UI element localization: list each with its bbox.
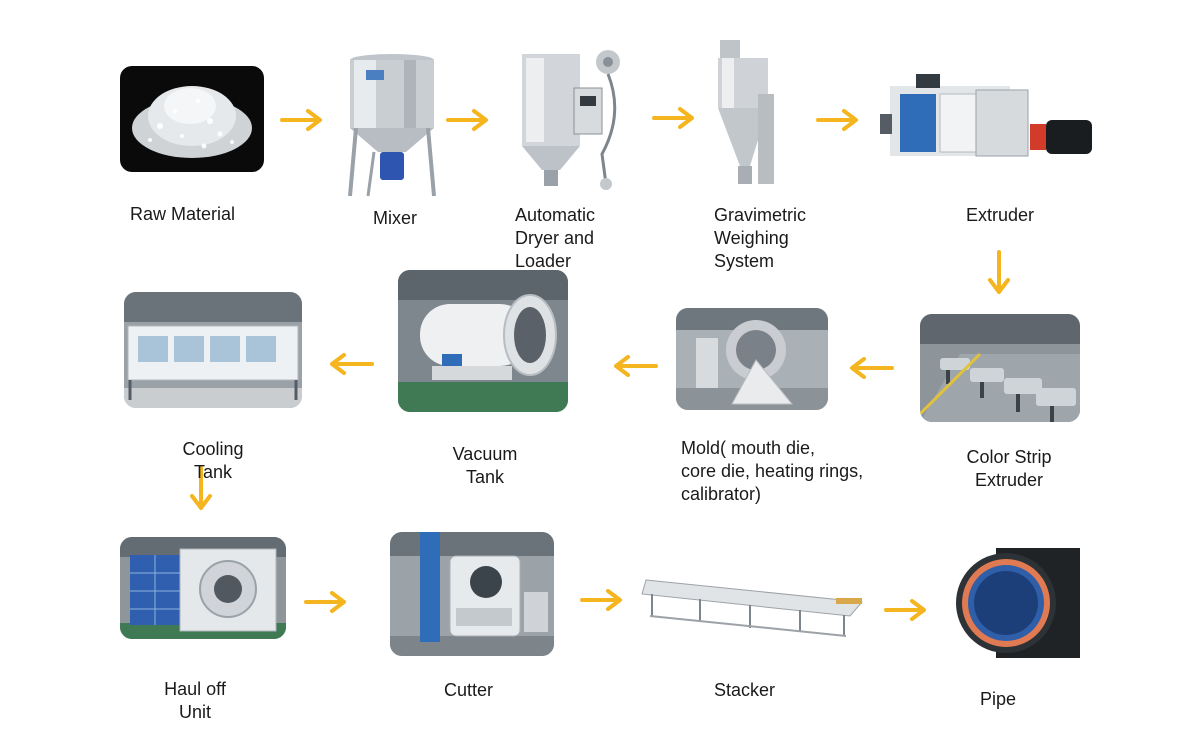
step-label-cutter: Cutter <box>444 680 494 700</box>
step-label-haul-off-unit: Haul off Unit <box>164 679 226 722</box>
step-label-raw-material: Raw Material <box>130 204 236 224</box>
arrow-down-icon <box>988 250 1010 294</box>
step-label-extruder: Extruder <box>966 205 1035 225</box>
arrow-right-icon <box>304 591 346 613</box>
arrow-right-icon <box>446 109 488 131</box>
step-label-stacker: Stacker <box>714 680 776 700</box>
gravimetric-system-image <box>712 34 776 190</box>
step-label-vacuum-tank: Vacuum Tank <box>452 444 518 487</box>
arrow-right-icon <box>816 109 858 131</box>
color-strip-extruder-image <box>920 314 1080 422</box>
arrow-left-icon <box>330 353 374 375</box>
step-label-gravimetric: Gravimetric Weighing System <box>714 205 807 271</box>
cooling-tank-image <box>124 292 302 408</box>
step-label-cooling-tank: Cooling Tank <box>182 439 244 482</box>
arrow-right-icon <box>280 109 322 131</box>
step-label-color-strip-extruder: Color Strip Extruder <box>966 447 1052 490</box>
arrow-right-icon <box>884 599 926 621</box>
arrow-down-icon <box>190 466 212 510</box>
step-label-pipe: Pipe <box>980 689 1017 709</box>
arrow-left-icon <box>850 357 894 379</box>
arrow-right-icon <box>580 589 622 611</box>
cutter-image <box>390 532 554 656</box>
extruder-image <box>880 70 1098 170</box>
stacker-image <box>640 572 868 638</box>
vacuum-tank-image <box>398 270 568 412</box>
haul-off-unit-image <box>120 537 286 639</box>
arrow-right-icon <box>652 107 694 129</box>
arrow-left-icon <box>614 355 658 377</box>
raw-material-image <box>120 66 264 172</box>
mixer-image <box>344 52 440 198</box>
dryer-loader-image <box>516 44 628 192</box>
pipe-image <box>956 542 1080 664</box>
step-label-mold: Mold( mouth die, core die, heating rings… <box>681 438 864 504</box>
step-label-mixer: Mixer <box>373 208 417 228</box>
mold-image <box>676 308 828 410</box>
step-label-dryer-loader: Automatic Dryer and Loader <box>515 205 596 271</box>
